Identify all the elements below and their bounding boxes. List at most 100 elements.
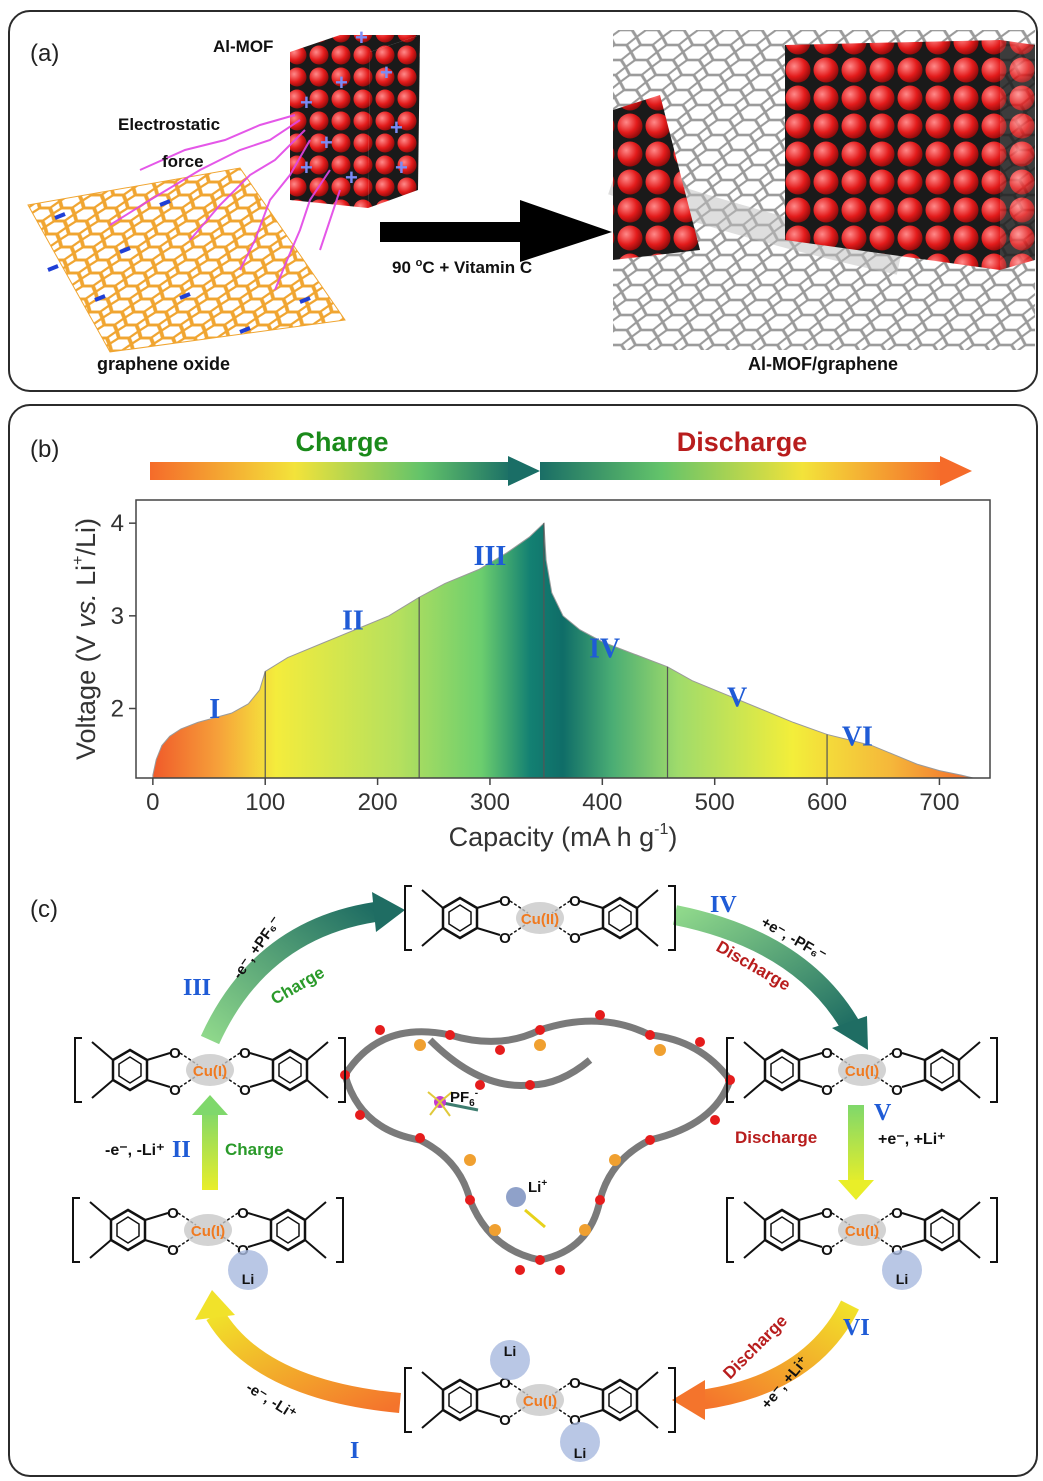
x-axis-label: Capacity (mA h g-1)	[449, 821, 678, 852]
svg-text:+: +	[390, 115, 403, 140]
roman-I: I	[350, 1438, 359, 1464]
svg-text:Cu(II): Cu(II)	[521, 911, 559, 928]
charge-discharge-arrows	[150, 456, 972, 486]
x-tick-label: 300	[470, 789, 510, 816]
arrow-IV	[673, 905, 859, 1031]
arrow-III	[200, 902, 377, 1045]
voltage-curve-area	[152, 522, 974, 779]
product-label: Al-MOF/graphene	[748, 354, 898, 374]
svg-text:O: O	[569, 893, 581, 910]
svg-text:O: O	[499, 893, 511, 910]
al-mof-cube: +++ +++ +++	[290, 25, 420, 208]
svg-text:O: O	[239, 1082, 251, 1099]
step-V-discharge: Discharge	[735, 1128, 817, 1147]
y-tick-label: 4	[111, 510, 124, 537]
svg-text:O: O	[821, 1242, 833, 1259]
svg-text:+: +	[335, 70, 348, 95]
svg-text:O: O	[821, 1045, 833, 1062]
region-label-IV: IV	[589, 634, 620, 665]
svg-text:Cu(I): Cu(I)	[193, 1063, 227, 1080]
svg-text:O: O	[821, 1205, 833, 1222]
mof-framework	[340, 1010, 735, 1275]
svg-text:O: O	[891, 1205, 903, 1222]
panel-c-label: (c)	[30, 896, 58, 923]
reaction-cycle-diagram: PF6- Li+ Cu(II)OOOOCu(I)OOOOCu(I)OOOOCu(…	[72, 885, 998, 1464]
x-tick-label: 600	[807, 789, 847, 816]
region-label-II: II	[342, 606, 364, 637]
svg-text:Cu(I): Cu(I)	[845, 1063, 879, 1080]
roman-II: II	[172, 1137, 191, 1163]
roman-VI: VI	[843, 1315, 870, 1341]
svg-text:+: +	[395, 155, 408, 180]
roman-IV: IV	[710, 892, 737, 918]
x-tick-label: 100	[245, 789, 285, 816]
x-tick-label: 400	[582, 789, 622, 816]
molecule-cu-ii: Cu(II) O O O O	[404, 885, 676, 951]
svg-text:Cu(I): Cu(I)	[845, 1223, 879, 1240]
y-axis-label: Voltage (V vs. Li+/Li)	[70, 518, 101, 760]
pf6-label: PF6-	[450, 1088, 478, 1109]
graphene-oxide-label: graphene oxide	[97, 354, 230, 374]
panel-a-label: (a)	[30, 40, 60, 67]
reaction-arrow	[380, 200, 612, 262]
roman-V: V	[874, 1100, 892, 1126]
svg-text:O: O	[569, 930, 581, 947]
arrow-II	[202, 1110, 218, 1190]
svg-text:Li: Li	[242, 1271, 254, 1287]
arrow-condition-label: 90 oC + Vitamin C	[392, 257, 532, 277]
svg-text:O: O	[821, 1082, 833, 1099]
x-tick-label: 0	[146, 789, 159, 816]
svg-text:O: O	[239, 1045, 251, 1062]
force-label: force	[162, 152, 204, 171]
x-tick-label: 500	[695, 789, 735, 816]
region-label-I: I	[209, 694, 220, 725]
svg-text:Cu(I): Cu(I)	[523, 1393, 557, 1410]
arrow-I	[206, 1309, 401, 1413]
panel-a-illustration: +++ +++ +++ Al-MOF Electrostatic force g…	[27, 25, 1035, 374]
svg-text:Li: Li	[504, 1343, 516, 1359]
electrostatic-lightning	[109, 114, 341, 291]
svg-text:Li: Li	[574, 1445, 586, 1461]
arrow-V	[848, 1105, 864, 1185]
svg-text:+: +	[355, 25, 368, 50]
svg-text:O: O	[499, 1412, 511, 1429]
svg-text:Li: Li	[896, 1271, 908, 1287]
voltage-capacity-chart: Charge Discharge 0 100 200 300 400 500 600 700 2…	[70, 427, 991, 852]
svg-text:+: +	[300, 90, 313, 115]
svg-text:+: +	[345, 165, 358, 190]
discharge-heading: Discharge	[677, 427, 808, 457]
svg-text:O: O	[499, 930, 511, 947]
charge-heading: Charge	[295, 427, 388, 457]
molecule-discharge-v: Cu(I) O O O O	[726, 1037, 998, 1103]
svg-text:O: O	[891, 1045, 903, 1062]
negative-charges	[47, 199, 311, 334]
svg-text:O: O	[169, 1045, 181, 1062]
region-label-VI: VI	[842, 722, 873, 753]
region-label-III: III	[474, 541, 507, 572]
panel-b-label: (b)	[30, 436, 60, 463]
x-tick-label: 700	[919, 789, 959, 816]
svg-text:+: +	[320, 130, 333, 155]
step-II-conditions: -e⁻, -Li⁺	[105, 1142, 165, 1159]
arrow-VI	[698, 1300, 859, 1410]
product-image	[608, 30, 1035, 350]
electrostatic-label: Electrostatic	[118, 115, 220, 134]
svg-text:O: O	[167, 1205, 179, 1222]
step-V-conditions: +e⁻, +Li⁺	[878, 1131, 946, 1148]
al-mof-label: Al-MOF	[213, 37, 273, 56]
step-III-charge: Charge	[268, 963, 328, 1009]
li-plus-label: Li+	[528, 1178, 547, 1196]
y-tick-label: 3	[111, 603, 124, 630]
svg-text:+: +	[380, 60, 393, 85]
svg-text:O: O	[569, 1375, 581, 1392]
y-tick-label: 2	[111, 696, 124, 723]
x-tick-label: 200	[358, 789, 398, 816]
svg-text:O: O	[167, 1242, 179, 1259]
svg-text:O: O	[237, 1205, 249, 1222]
step-II-charge: Charge	[225, 1140, 284, 1159]
svg-text:O: O	[891, 1082, 903, 1099]
